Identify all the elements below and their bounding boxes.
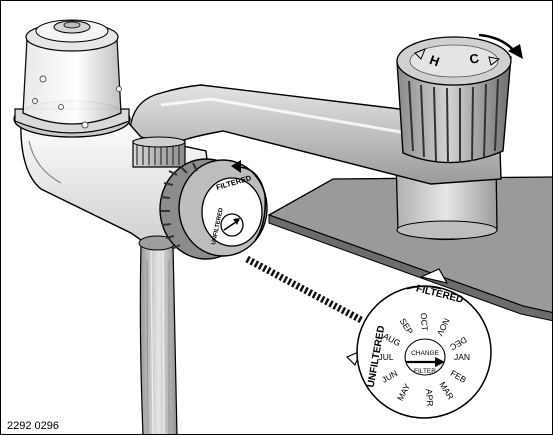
valve-rotate-arrow-icon	[236, 166, 267, 242]
zoom-leader-line	[245, 255, 365, 325]
dial-month-apr: APR	[424, 389, 435, 407]
dial-change-label: CHANGE	[411, 350, 439, 357]
dial-month-jan: JAN	[454, 352, 470, 362]
spout-highlight	[160, 97, 442, 141]
filter-selector-valve[interactable]: FILTERED UNFILTERED	[159, 158, 268, 260]
dial-filter-label: FILTER	[414, 368, 436, 375]
knob-label-cold: C	[468, 50, 480, 67]
temperature-knob[interactable]: H C	[396, 36, 512, 164]
faucet-stem-base	[396, 220, 498, 240]
sink-deck-edge	[268, 214, 552, 322]
dial-month-oct: OCT	[419, 313, 430, 332]
figure-number: 2292 0296	[7, 420, 59, 432]
cold-triangle-icon	[488, 56, 501, 66]
hot-triangle-icon	[414, 48, 426, 60]
spout-collar	[132, 136, 186, 168]
filter-canister	[13, 19, 131, 138]
water-stream	[139, 244, 178, 434]
dial-month-jul: JUL	[378, 352, 393, 362]
enlarged-filter-dial: CHANGE FILTER FILTERED UNFILTERED JANFEB…	[345, 268, 492, 419]
